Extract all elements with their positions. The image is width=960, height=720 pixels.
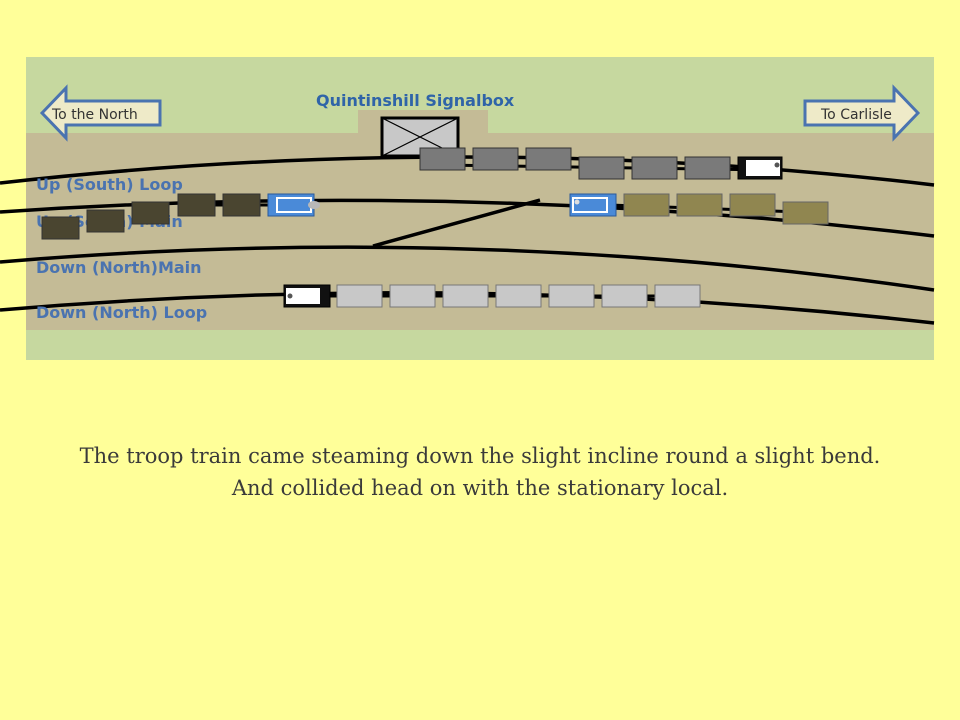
label-down-loop: Down (North) Loop: [36, 303, 207, 322]
arrow-left-label: To the North: [51, 107, 138, 123]
wagon: [177, 193, 216, 217]
wagon: [419, 147, 466, 171]
coach: [676, 193, 723, 217]
wagon: [472, 147, 519, 171]
wagon: [86, 209, 125, 233]
coach: [782, 201, 829, 225]
coach: [336, 284, 383, 308]
track-down-main: [0, 245, 935, 292]
wagon: [684, 156, 731, 180]
crossover: [372, 198, 541, 248]
wagon: [131, 201, 170, 225]
coach: [495, 284, 542, 308]
coach: [442, 284, 489, 308]
coach: [548, 284, 595, 308]
locomotive-icon: [737, 156, 783, 180]
caption: The troop train came steaming down the s…: [20, 440, 940, 504]
arrow-right-label: To Carlisle: [820, 107, 892, 123]
signalbox-title: Quintinshill Signalbox: [316, 91, 515, 110]
arrow-right-icon[interactable]: To Carlisle: [803, 84, 921, 142]
wagon: [41, 216, 80, 240]
caption-line-1: The troop train came steaming down the s…: [79, 444, 881, 468]
up-loop-train: [419, 147, 783, 180]
caption-line-2: And collided head on with the stationary…: [231, 476, 729, 500]
locomotive-icon: [267, 193, 320, 217]
troop-train: [41, 193, 320, 240]
coach: [729, 193, 776, 217]
label-down-main: Down (North)Main: [36, 258, 202, 277]
coach: [623, 193, 670, 217]
coach: [654, 284, 701, 308]
wagon: [525, 147, 572, 171]
track-diagram: To the North To Carlisle Quintinshill Si…: [0, 57, 935, 360]
wagon: [222, 193, 261, 217]
label-up-loop: Up (South) Loop: [36, 175, 183, 194]
coach: [601, 284, 648, 308]
locomotive-icon: [283, 284, 331, 308]
down-loop-train: [283, 284, 701, 308]
wagon: [631, 156, 678, 180]
coach: [389, 284, 436, 308]
arrow-left-icon[interactable]: To the North: [39, 84, 162, 142]
locomotive-icon: [569, 193, 617, 217]
track-up-loop: [0, 155, 935, 187]
wagon: [578, 156, 625, 180]
local-train: [569, 193, 829, 225]
